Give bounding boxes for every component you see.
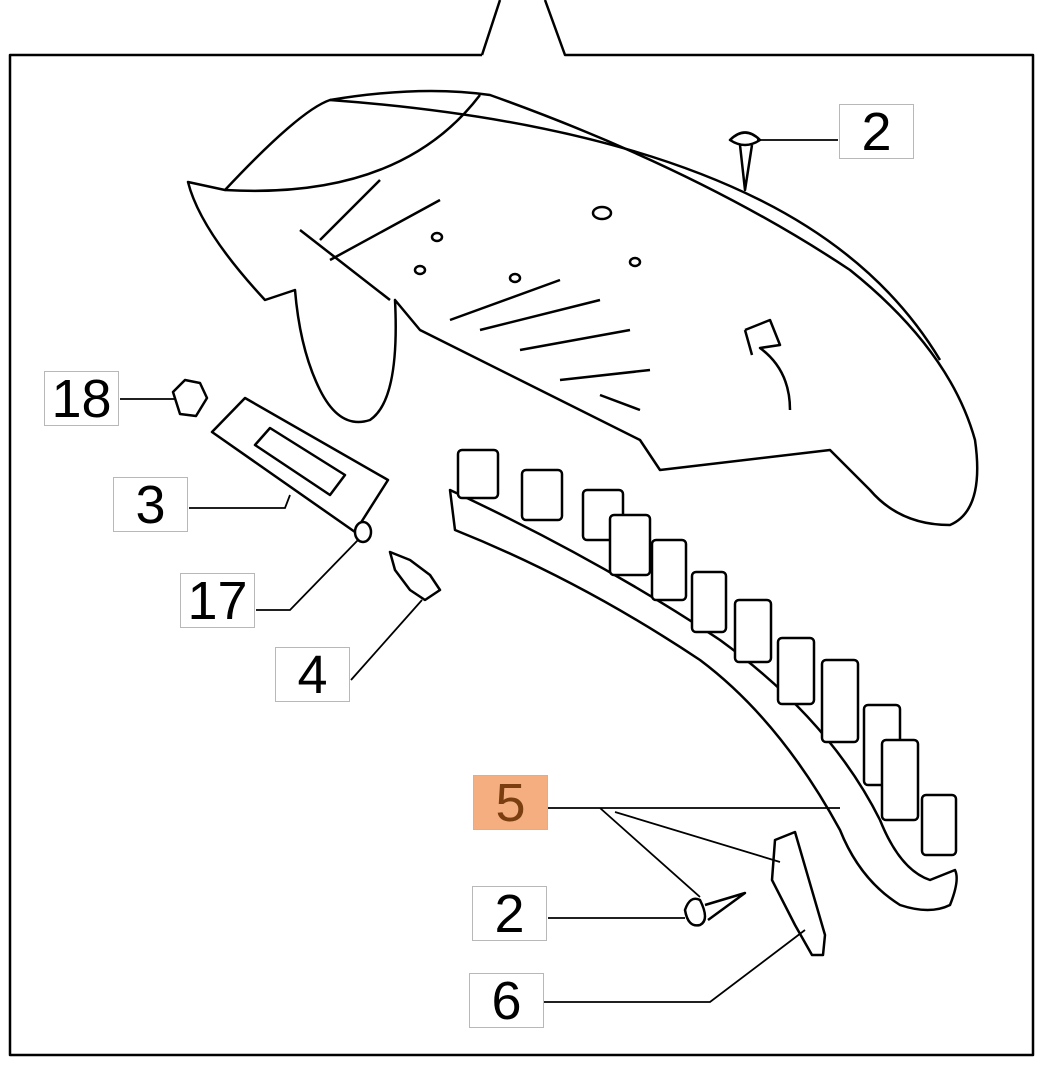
- leader-lines: [120, 139, 840, 1003]
- diagram-frame: [8, 0, 1035, 1057]
- upper-guard-shape: [186, 89, 979, 527]
- blade-shape: [770, 830, 827, 957]
- part-label-plate: 3: [113, 477, 188, 533]
- comb-teeth: [456, 448, 958, 857]
- part-label-nut: 18: [44, 371, 119, 427]
- plate-shape: [210, 396, 390, 534]
- top-screw-shape: [728, 131, 762, 192]
- bolt-shape: [388, 550, 442, 602]
- part-label-bolt: 4: [275, 647, 350, 703]
- lower-guard-shape: [448, 488, 958, 912]
- part-label-blade: 6: [469, 973, 544, 1029]
- part-label-blade-kit: 5: [473, 775, 548, 831]
- part-label-washer: 17: [180, 573, 255, 629]
- washer-shape: [353, 520, 373, 544]
- part-label-blade-screw: 2: [472, 886, 547, 942]
- part-label-top-screw: 2: [839, 104, 914, 160]
- blade-screw-shape: [683, 891, 747, 927]
- nut-shape: [171, 378, 209, 418]
